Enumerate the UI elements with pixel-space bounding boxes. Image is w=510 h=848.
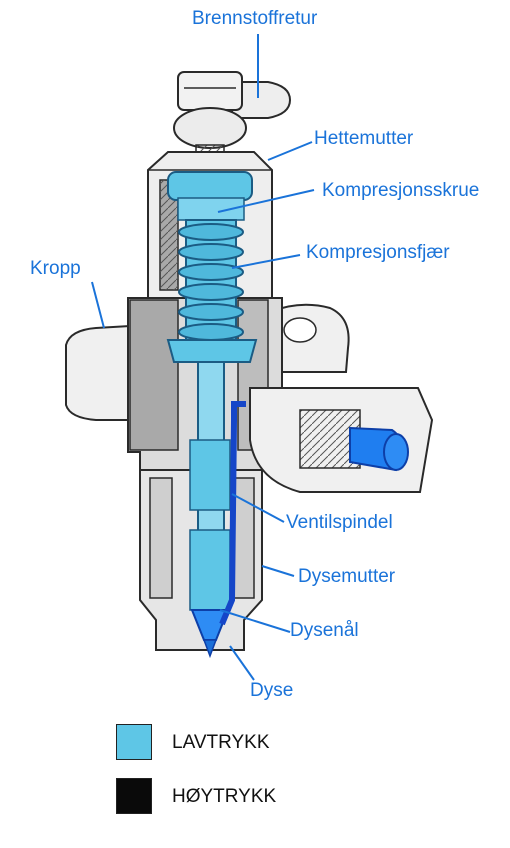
legend-swatch-low-pressure bbox=[116, 724, 152, 760]
label-dysenaal: Dysenål bbox=[290, 620, 359, 641]
high-pressure-line bbox=[219, 401, 246, 626]
legend-label-low-pressure: LAVTRYKK bbox=[172, 732, 270, 753]
label-dyse: Dyse bbox=[250, 680, 294, 701]
low-pressure-chamber bbox=[166, 171, 258, 363]
label-dysemutter: Dysemutter bbox=[298, 566, 396, 587]
legend-swatch-high-pressure bbox=[116, 778, 152, 814]
label-brennstoffretur: Brennstoffretur bbox=[192, 8, 318, 29]
fuel-inlet-fitting bbox=[249, 387, 434, 493]
nozzle-needle bbox=[190, 609, 230, 659]
leader-lines bbox=[91, 34, 315, 681]
label-ventilspindel: Ventilspindel bbox=[286, 512, 393, 533]
valve-spindle bbox=[189, 361, 231, 613]
label-kompresjonsfjaer: Kompresjonsfjær bbox=[306, 242, 450, 263]
label-kropp: Kropp bbox=[30, 258, 81, 279]
compression-spring bbox=[178, 223, 244, 341]
body-flange bbox=[65, 303, 350, 421]
label-hettemutter: Hettemutter bbox=[314, 128, 414, 149]
label-kompresjonsskrue: Kompresjonsskrue bbox=[322, 180, 480, 201]
legend-label-high-pressure: HØYTRYKK bbox=[172, 786, 277, 807]
